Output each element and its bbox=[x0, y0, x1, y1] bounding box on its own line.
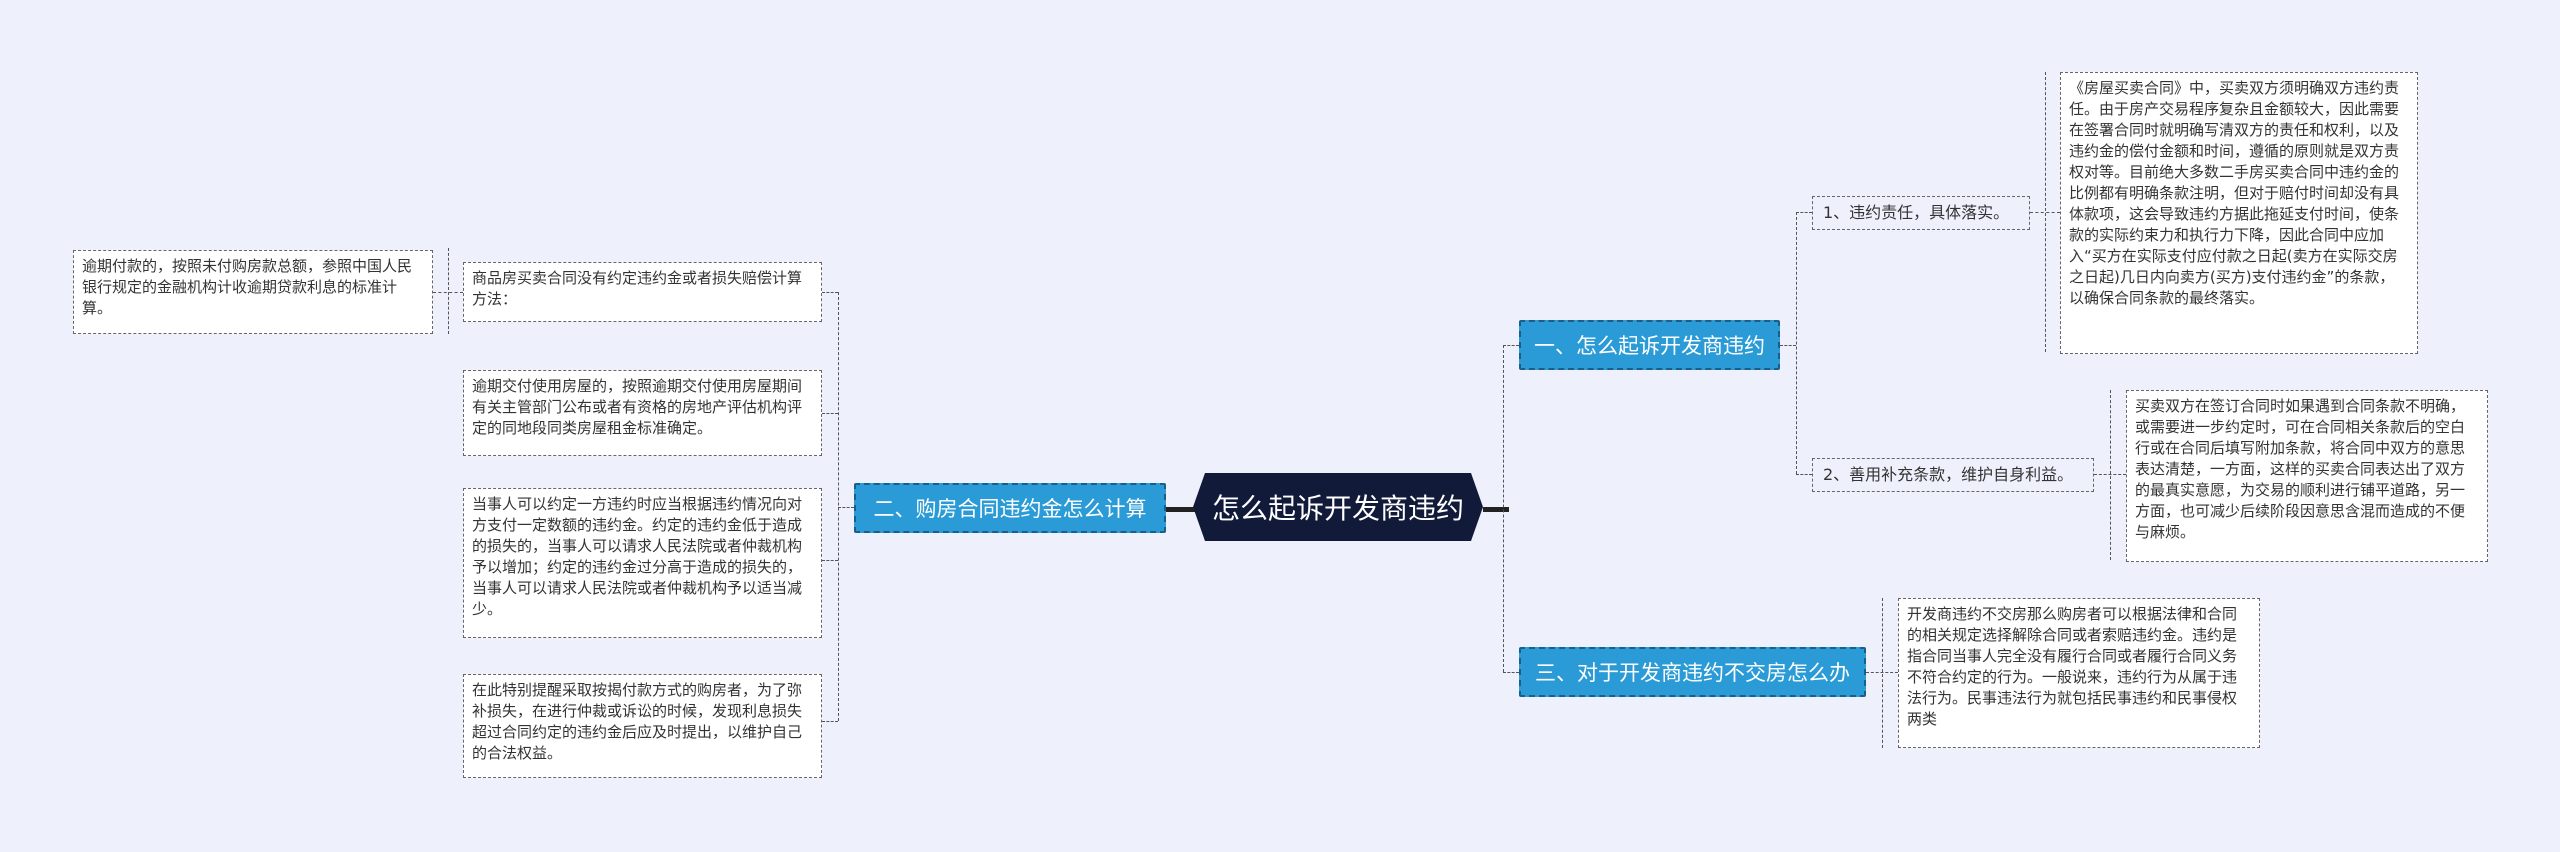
branch-label: 二、购房合同违约金怎么计算 bbox=[873, 497, 1147, 521]
branch-label: 一、怎么起诉开发商违约 bbox=[1534, 334, 1765, 358]
detail-text: 当事人可以约定一方违约时应当根据违约情况向对方支付一定数额的违约金。约定的违约金… bbox=[472, 495, 803, 618]
connector bbox=[822, 292, 838, 293]
connector bbox=[1780, 345, 1796, 346]
connector bbox=[1503, 345, 1504, 672]
detail-text: 商品房买卖合同没有约定违约金或者损失赔偿计算方法： bbox=[472, 269, 803, 308]
detail-liability: 《房屋买卖合同》中，买卖双方须明确双方违约责任。由于房产交易程序复杂且金额较大，… bbox=[2060, 72, 2418, 354]
connector bbox=[2110, 390, 2111, 560]
branch-how-to-sue[interactable]: 一、怎么起诉开发商违约 bbox=[1519, 320, 1780, 370]
topic-liability[interactable]: 1、违约责任，具体落实。 bbox=[1812, 196, 2030, 230]
detail-late-payment: 逾期付款的，按照未付购房款总额，参照中国人民银行规定的金融机构计收逾期贷款利息的… bbox=[73, 250, 433, 334]
branch-penalty-calculation[interactable]: 二、购房合同违约金怎么计算 bbox=[854, 483, 1166, 533]
detail-text: 《房屋买卖合同》中，买卖双方须明确双方违约责任。由于房产交易程序复杂且金额较大，… bbox=[2069, 79, 2400, 307]
branch-label: 三、对于开发商违约不交房怎么办 bbox=[1535, 661, 1850, 685]
detail-text: 开发商违约不交房那么购房者可以根据法律和合同的相关规定选择解除合同或者索赔违约金… bbox=[1907, 605, 2238, 728]
detail-no-delivery: 开发商违约不交房那么购房者可以根据法律和合同的相关规定选择解除合同或者索赔违约金… bbox=[1898, 598, 2260, 748]
connector bbox=[1796, 212, 1812, 213]
detail-agreed-penalty: 当事人可以约定一方违约时应当根据违约情况向对方支付一定数额的违约金。约定的违约金… bbox=[463, 488, 822, 638]
detail-text: 在此特别提醒采取按揭付款方式的购房者，为了弥补损失，在进行仲裁或诉讼的时候，发现… bbox=[472, 681, 803, 762]
root-topic[interactable]: 怎么起诉开发商违约 bbox=[1193, 473, 1483, 541]
detail-mortgage-reminder: 在此特别提醒采取按揭付款方式的购房者，为了弥补损失，在进行仲裁或诉讼的时候，发现… bbox=[463, 674, 822, 778]
connector bbox=[838, 507, 854, 508]
connector bbox=[1796, 212, 1797, 474]
detail-text: 逾期付款的，按照未付购房款总额，参照中国人民银行规定的金融机构计收逾期贷款利息的… bbox=[82, 257, 413, 317]
root-topic-label: 怎么起诉开发商违约 bbox=[1211, 492, 1464, 525]
connector bbox=[1882, 598, 1883, 748]
connector bbox=[822, 721, 838, 722]
connector bbox=[1796, 474, 1812, 475]
detail-supplementary-clause: 买卖双方在签订合同时如果遇到合同条款不明确，或需要进一步约定时，可在合同相关条款… bbox=[2126, 390, 2488, 562]
topic-label: 2、善用补充条款，维护自身利益。 bbox=[1823, 465, 2074, 484]
connector bbox=[1503, 672, 1519, 673]
connector bbox=[822, 560, 838, 561]
connector bbox=[448, 248, 449, 334]
detail-text: 逾期交付使用房屋的，按照逾期交付使用房屋期间有关主管部门公布或者有资格的房地产评… bbox=[472, 377, 803, 437]
connector bbox=[1503, 345, 1519, 346]
branch-no-delivery[interactable]: 三、对于开发商违约不交房怎么办 bbox=[1519, 647, 1866, 697]
detail-no-agreed-method: 商品房买卖合同没有约定违约金或者损失赔偿计算方法： bbox=[463, 262, 822, 322]
topic-label: 1、违约责任，具体落实。 bbox=[1823, 203, 2010, 222]
connector bbox=[838, 292, 839, 721]
connector bbox=[822, 413, 838, 414]
detail-late-delivery: 逾期交付使用房屋的，按照逾期交付使用房屋期间有关主管部门公布或者有资格的房地产评… bbox=[463, 370, 822, 456]
topic-supplementary-clause[interactable]: 2、善用补充条款，维护自身利益。 bbox=[1812, 458, 2094, 492]
connector bbox=[2045, 72, 2046, 352]
detail-text: 买卖双方在签订合同时如果遇到合同条款不明确，或需要进一步约定时，可在合同相关条款… bbox=[2135, 397, 2466, 541]
connector bbox=[1483, 507, 1509, 512]
